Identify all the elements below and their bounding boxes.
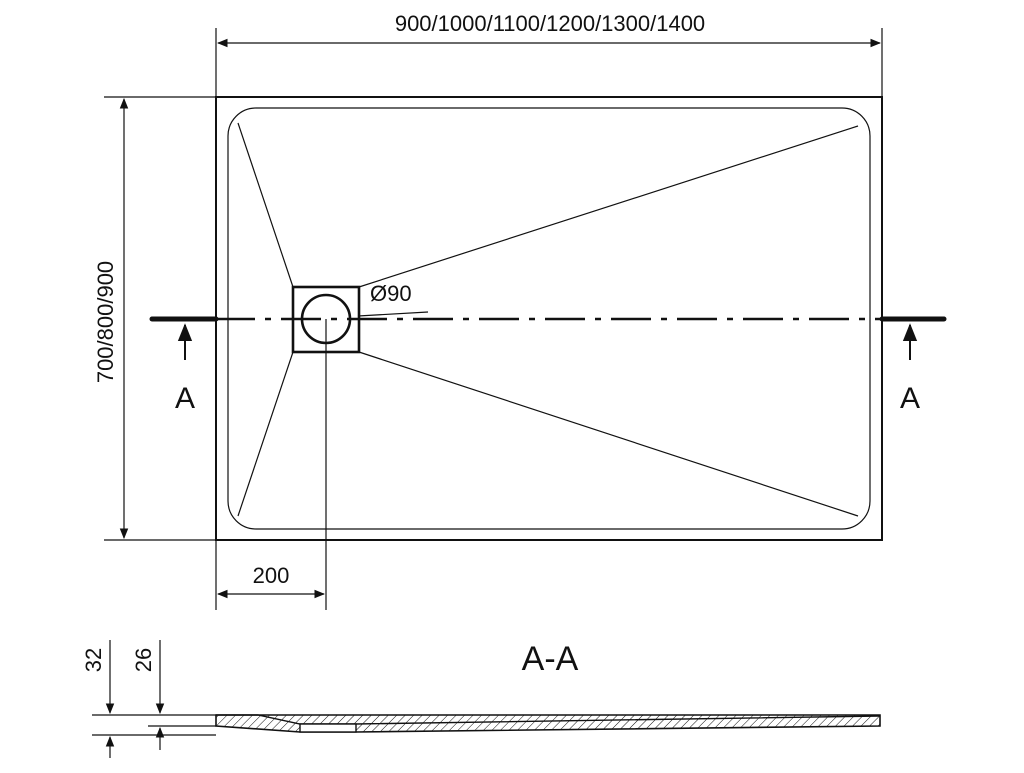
- slope-lines: [237, 122, 859, 517]
- section-marker-left: A: [175, 382, 195, 415]
- height-dimensions: [92, 640, 216, 758]
- width-dimension-label: 900/1000/1100/1200/1300/1400: [395, 11, 705, 36]
- section-title: A-A: [522, 640, 579, 678]
- section-profile: [215, 714, 881, 733]
- drain-diameter-label: Ø90: [370, 281, 412, 306]
- drain-offset-label: 200: [253, 563, 290, 588]
- width-dimension: [215, 28, 883, 97]
- total-height-label: 32: [81, 648, 106, 672]
- depth-dimension-label: 700/800/900: [93, 261, 118, 383]
- depth-dimension: [104, 96, 216, 541]
- diameter-leader: [357, 311, 429, 317]
- drain-offset-dimension: [215, 540, 326, 610]
- section-marker-right: A: [900, 382, 920, 415]
- tray-height-label: 26: [131, 648, 156, 672]
